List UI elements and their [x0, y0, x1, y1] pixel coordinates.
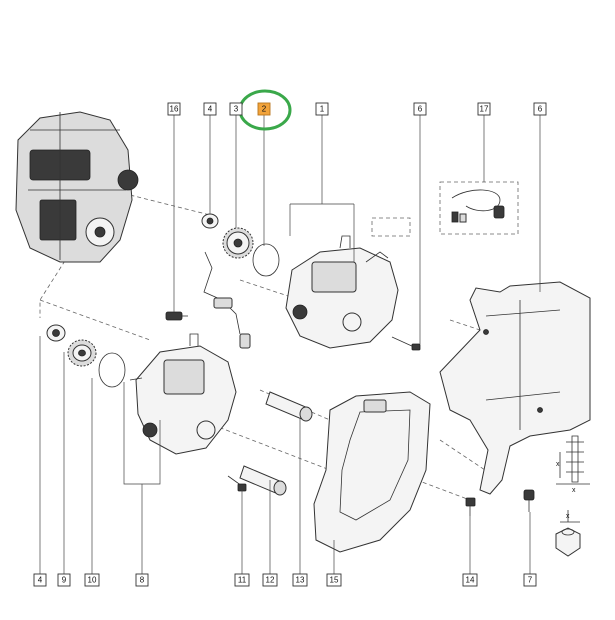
label-12: 12 — [262, 573, 278, 587]
svg-text:3: 3 — [234, 105, 239, 114]
leader-lines — [39, 115, 541, 574]
engine-illustration — [15, 111, 139, 263]
bolt-part-6 — [391, 336, 421, 351]
label-17: 17 — [477, 102, 491, 116]
spacer-part-12 — [239, 465, 287, 496]
nut-detail-drawing: x — [555, 510, 581, 557]
pipe-assembly — [203, 251, 251, 349]
label-6-pump: 6 — [413, 102, 427, 116]
label-13: 13 — [292, 573, 308, 587]
label-1: 1 — [315, 102, 329, 116]
svg-text:14: 14 — [466, 576, 475, 585]
label-15: 15 — [326, 573, 342, 587]
cover-part-15 — [313, 391, 431, 553]
label-4-bottom: 4 — [33, 573, 47, 587]
svg-text:4: 4 — [208, 105, 213, 114]
label-16: 16 — [167, 102, 181, 116]
dimension-x-label: x — [572, 487, 576, 494]
svg-text:2: 2 — [262, 105, 267, 114]
svg-text:13: 13 — [296, 576, 305, 585]
svg-text:16: 16 — [170, 105, 179, 114]
label-9: 9 — [57, 573, 71, 587]
label-7: 7 — [523, 573, 537, 587]
label-10: 10 — [84, 573, 100, 587]
o-ring-part-10 — [98, 352, 126, 388]
dimension-x-label: x — [566, 513, 570, 520]
svg-text:7: 7 — [528, 576, 533, 585]
svg-text:10: 10 — [88, 576, 97, 585]
o-ring-part-2 — [252, 243, 280, 277]
svg-text:1: 1 — [320, 105, 325, 114]
label-6-shield: 6 — [533, 102, 547, 116]
svg-text:9: 9 — [62, 576, 67, 585]
spacer-part-13 — [265, 391, 313, 422]
seal-ring-part-4-lower — [46, 324, 66, 342]
gear-part-3 — [222, 227, 254, 259]
svg-text:4: 4 — [38, 576, 43, 585]
gear-part-9 — [67, 339, 97, 367]
label-4-top: 4 — [203, 102, 217, 116]
harness-part-17 — [451, 189, 505, 223]
svg-text:8: 8 — [140, 576, 145, 585]
pump-part-1 — [285, 235, 399, 349]
label-11: 11 — [234, 573, 250, 587]
svg-text:12: 12 — [266, 576, 275, 585]
svg-text:6: 6 — [538, 105, 543, 114]
svg-text:6: 6 — [418, 105, 423, 114]
stud-detail-drawing: x x — [556, 435, 590, 494]
label-8: 8 — [135, 573, 149, 587]
svg-text:11: 11 — [238, 576, 247, 585]
label-3: 3 — [229, 102, 243, 116]
bolt-part-14 — [465, 497, 476, 516]
heat-shield-part-6 — [439, 281, 591, 495]
seal-ring-part-4 — [201, 213, 219, 229]
dimension-x-label: x — [556, 461, 560, 468]
bolt-part-7 — [523, 489, 535, 512]
label-2-highlighted: 2 — [257, 102, 271, 116]
sensor-part-16 — [165, 311, 188, 321]
svg-text:17: 17 — [480, 105, 489, 114]
label-14: 14 — [462, 573, 478, 587]
pump-part-8 — [129, 333, 237, 455]
svg-text:15: 15 — [330, 576, 339, 585]
